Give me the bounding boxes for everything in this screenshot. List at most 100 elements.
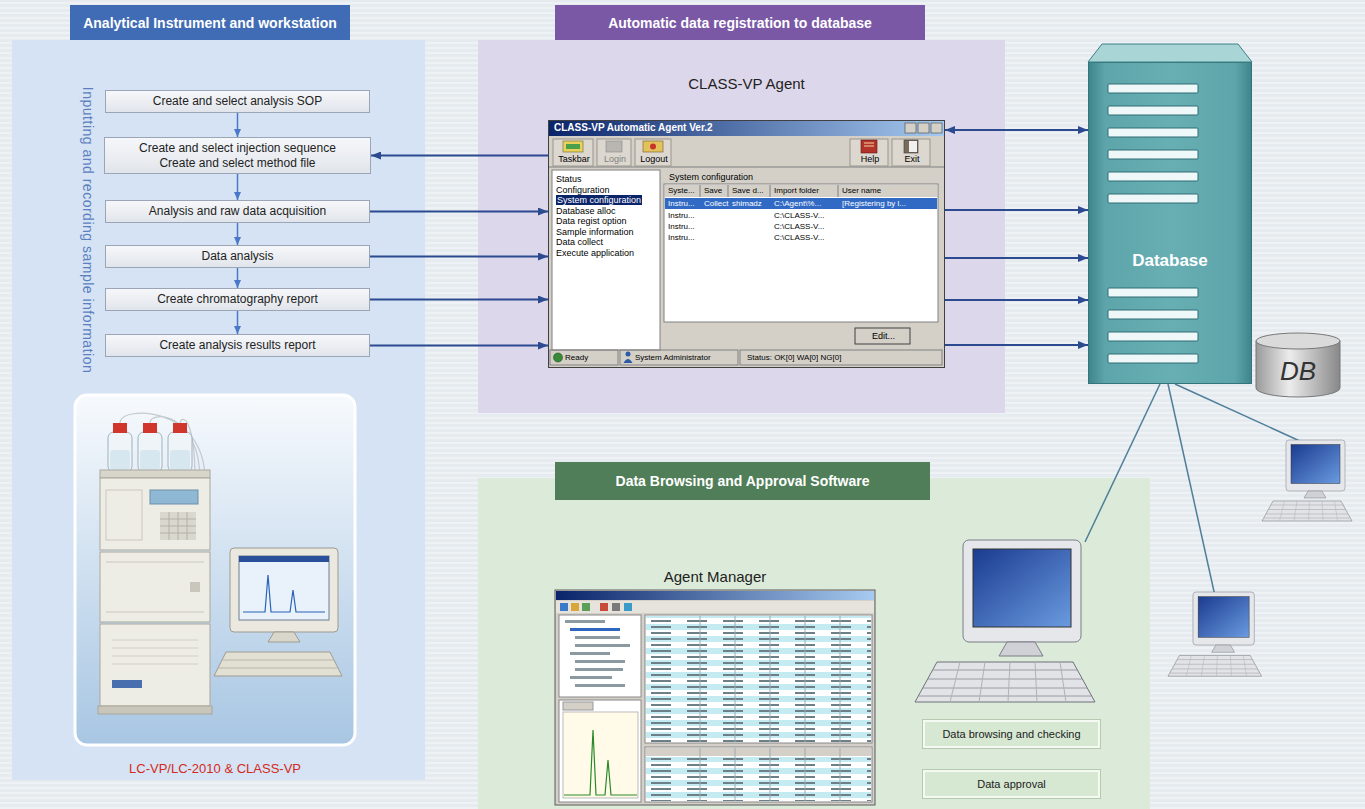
table-cell: C:\CLASS-V... <box>774 211 824 220</box>
box-text: Data approval <box>977 778 1046 790</box>
table-cell-text: shimadz <box>732 199 762 208</box>
column-header-text: Save d... <box>732 186 764 195</box>
connector-arrow <box>237 268 239 288</box>
table-cell-text: Instru... <box>668 211 695 220</box>
group-label: System configuration <box>669 172 753 182</box>
title-bar-text: CLASS-VP Automatic Agent Ver.2 <box>554 122 713 133</box>
column-header: Save d... <box>732 186 764 195</box>
toolbar-button-label: Help <box>851 154 889 164</box>
table-cell: Instru... <box>668 199 695 208</box>
table-cell: Instru... <box>668 211 695 220</box>
table-cell: C:\CLASS-V... <box>774 222 824 231</box>
panel-region: Automatic data registration to databaseC… <box>478 40 1005 413</box>
side-note: Inputting and recording sample informati… <box>80 87 96 373</box>
column-header: User name <box>842 186 881 195</box>
box-text: Analysis and raw data acquisition <box>149 204 326 218</box>
box-text: Create analysis results report <box>159 338 315 352</box>
connector-arrow <box>237 223 239 245</box>
table-cell-text: [Registering by l... <box>842 199 906 208</box>
status-text-text: Status: OK[0] WA[0] NG[0] <box>747 353 841 362</box>
tree-item: Status <box>556 174 582 184</box>
column-header-text: Syste... <box>668 186 695 195</box>
status-text: System Administrator <box>635 353 711 362</box>
column-header: Save <box>704 186 722 195</box>
toolbar-button-label-text: Exit <box>904 154 919 164</box>
tree-item-text: Database alloc <box>556 206 616 216</box>
table-cell-text: Instru... <box>668 222 695 231</box>
tree-item-text: Sample information <box>556 227 634 237</box>
agent-manager-screenshot <box>555 590 875 805</box>
toolbar-button-label: Exit <box>893 154 931 164</box>
toolbar-button-label: Taskbar <box>554 154 594 164</box>
connector-arrow <box>237 174 239 200</box>
figure-caption-text: LC-VP/LC-2010 & CLASS-VP <box>129 761 301 776</box>
tree-item: System configuration <box>556 195 642 205</box>
toolbar-button-label: Login <box>598 154 632 164</box>
column-header-text: Save <box>704 186 722 195</box>
tree-item: Configuration <box>556 185 610 195</box>
table-cell: Collect <box>704 199 728 208</box>
client-computers <box>915 440 1352 702</box>
database-cylinder: DB <box>1255 332 1341 398</box>
connector-arrow <box>370 211 548 213</box>
panel-header: Analytical Instrument and workstation <box>70 5 350 40</box>
tree-item: Execute application <box>556 248 634 258</box>
tree-item-text: Data collect <box>556 237 603 247</box>
window-caption: Agent Manager <box>555 568 875 585</box>
connector-arrow <box>371 155 548 157</box>
cylinder-label: DB <box>1280 356 1316 387</box>
box-text: Create chromatography report <box>157 292 318 306</box>
table-cell: C:\Agent\%... <box>774 199 821 208</box>
connector-arrow <box>945 209 1088 211</box>
window-title: CLASS-VP Automatic Agent Ver.2 <box>554 122 713 133</box>
window-caption-text: Agent Manager <box>664 568 767 585</box>
connector-arrow <box>945 344 1088 346</box>
tree-item: Data regist option <box>556 216 627 226</box>
table-cell-text: C:\Agent\%... <box>774 199 821 208</box>
table-cell-text: Instru... <box>668 199 695 208</box>
connector-arrow <box>945 299 1088 301</box>
status-text-text: Ready <box>565 353 588 362</box>
tree-item: Sample information <box>556 227 634 237</box>
software-window: CLASS-VP AgentCLASS-VP Automatic Agent V… <box>548 120 945 368</box>
panel-title: Automatic data registration to database <box>608 15 872 31</box>
window-caption: CLASS-VP Agent <box>509 75 984 92</box>
toolbar-button-label-text: Logout <box>640 154 668 164</box>
table-cell-text: Instru... <box>668 233 695 242</box>
box-text: Create and select analysis SOP <box>153 94 322 108</box>
button-label: Edit... <box>856 328 911 344</box>
process-box: Analysis and raw data acquisition <box>105 200 370 223</box>
process-box: Create chromatography report <box>105 288 370 311</box>
server-label: Database <box>1132 251 1208 270</box>
toolbar-button-label-text: Taskbar <box>558 154 590 164</box>
connector-arrow <box>370 299 548 301</box>
figure-caption: LC-VP/LC-2010 & CLASS-VP <box>75 762 355 777</box>
table-cell-text: C:\CLASS-V... <box>774 211 824 220</box>
status-text-text: System Administrator <box>635 353 711 362</box>
server-title: Database <box>1089 251 1251 271</box>
panel-title: Analytical Instrument and workstation <box>83 15 337 31</box>
table-cell: Instru... <box>668 233 695 242</box>
column-header-text: User name <box>842 186 881 195</box>
agent-window-chrome <box>549 121 944 365</box>
toolbar-button-label-text: Login <box>604 154 626 164</box>
process-box: Create and select injection sequence Cre… <box>104 137 371 174</box>
status-text: Ready <box>565 353 588 362</box>
box-text: Data browsing and checking <box>942 728 1080 740</box>
process-box: Data analysis <box>105 245 370 268</box>
column-header: Syste... <box>668 186 695 195</box>
connector-arrow <box>945 257 1088 259</box>
tree-item-text: System configuration <box>556 195 642 205</box>
connector-arrow <box>237 311 239 334</box>
table-cell: Instru... <box>668 222 695 231</box>
window-caption-text: CLASS-VP Agent <box>688 75 804 92</box>
table-cell-text: C:\CLASS-V... <box>774 222 824 231</box>
tree-item-text: Data regist option <box>556 216 627 226</box>
tree-item-text: Execute application <box>556 248 634 258</box>
box-text: Create and select injection sequence Cre… <box>123 141 352 170</box>
box-text: Data analysis <box>201 249 273 263</box>
column-header-text: Import folder <box>774 186 819 195</box>
